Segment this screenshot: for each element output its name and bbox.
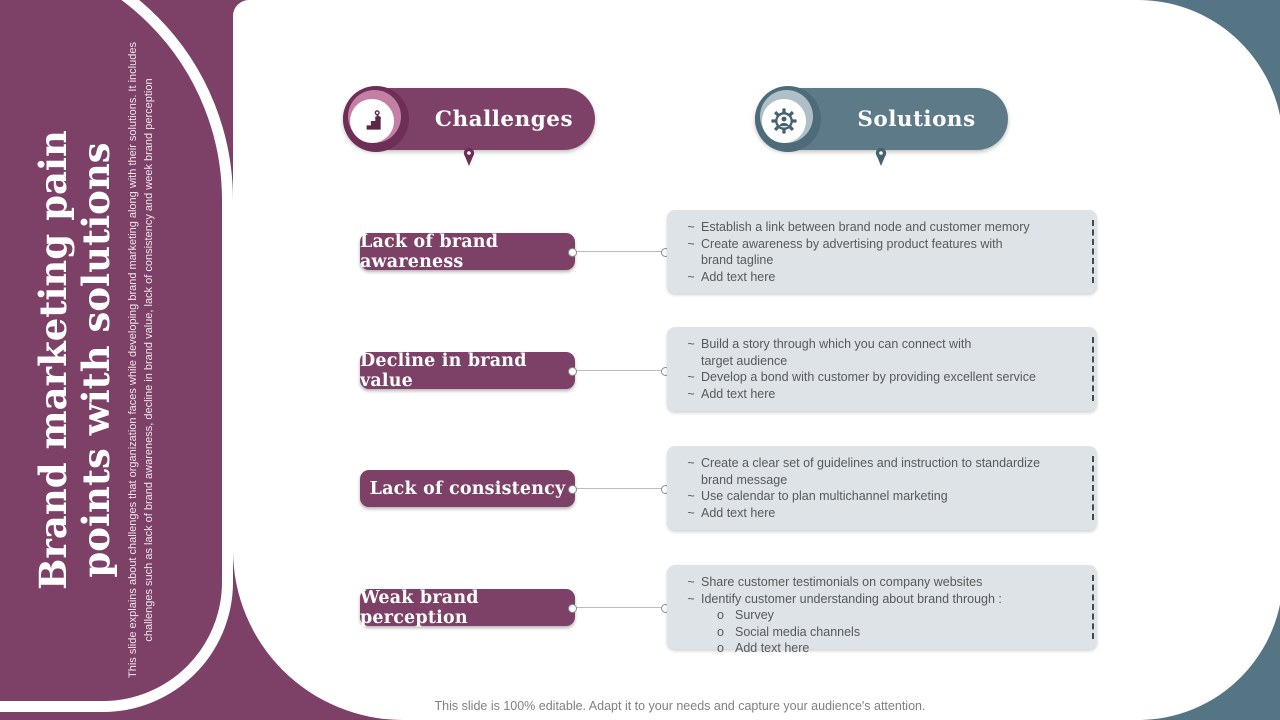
sidebar-outline-decoration bbox=[0, 0, 233, 712]
connector-node bbox=[568, 367, 577, 376]
solution-box-brand-awareness: ~ Establish a link between brand node an… bbox=[667, 210, 1097, 293]
solution-text: Use calendar to plan multichannel market… bbox=[701, 489, 948, 503]
solution-item: ~ Add text here bbox=[681, 386, 1073, 403]
tilde-bullet: ~ bbox=[687, 386, 695, 401]
challenge-pill-brand-awareness: Lack of brand awareness bbox=[360, 232, 575, 272]
connector-line bbox=[575, 251, 667, 252]
solution-box-consistency: ~ Create a clear set of guidelines and i… bbox=[667, 446, 1097, 530]
connector-node bbox=[568, 604, 577, 613]
solution-text: Share customer testimonials on company w… bbox=[701, 575, 983, 589]
solution-item: ~ Create a clear set of guidelines and i… bbox=[681, 455, 1073, 488]
challenges-header: Challenges bbox=[343, 86, 595, 152]
dashed-edge-decoration bbox=[1092, 575, 1094, 639]
tilde-bullet: ~ bbox=[687, 505, 695, 520]
dashed-edge-decoration bbox=[1092, 337, 1094, 401]
circle-bullet: o bbox=[717, 641, 724, 655]
solution-item: ~ Add text here bbox=[681, 505, 1073, 522]
solution-sub-item: o Add text here bbox=[681, 640, 1073, 657]
connector-node bbox=[568, 248, 577, 257]
circle-bullet: o bbox=[717, 624, 724, 639]
solution-text: Establish a link between brand node and … bbox=[701, 220, 1030, 234]
solution-text: Add text here bbox=[701, 386, 776, 401]
tilde-bullet: ~ bbox=[687, 236, 695, 251]
tilde-bullet: ~ bbox=[687, 456, 695, 470]
solution-item: ~ Use calendar to plan multichannel mark… bbox=[681, 488, 1073, 505]
solution-item: ~ Add text here bbox=[681, 269, 1073, 286]
tilde-bullet: ~ bbox=[687, 337, 695, 351]
connector-node bbox=[568, 485, 577, 494]
solution-text: Develop a bond with customer by providin… bbox=[701, 370, 1036, 384]
solution-sub-text: Social media channels bbox=[735, 624, 861, 639]
sidebar: Brand marketing pain points with solutio… bbox=[10, 10, 180, 710]
tilde-bullet: ~ bbox=[687, 220, 695, 234]
connector-line bbox=[575, 370, 667, 371]
dashed-edge-decoration bbox=[1092, 220, 1094, 283]
solution-item: ~ Share customer testimonials on company… bbox=[681, 574, 1073, 591]
slide-title: Brand marketing pain points with solutio… bbox=[30, 130, 118, 590]
dashed-edge-decoration bbox=[1092, 456, 1094, 520]
challenges-header-label: Challenges bbox=[434, 106, 574, 132]
solution-text: Add text here bbox=[701, 505, 776, 520]
solution-item: ~ Identify customer understanding about … bbox=[681, 591, 1073, 608]
solution-text: Create awareness by advertising product … bbox=[701, 236, 1003, 268]
solution-sub-item: o Survey bbox=[681, 607, 1073, 624]
solution-box-brand-perception: ~ Share customer testimonials on company… bbox=[667, 565, 1097, 655]
challenge-pill-brand-perception: Weak brand perception bbox=[360, 588, 575, 628]
tilde-bullet: ~ bbox=[687, 370, 695, 384]
challenge-pill-consistency: Lack of consistency bbox=[360, 470, 575, 507]
solution-text: Build a story through which you can conn… bbox=[701, 337, 972, 368]
challenges-pin-icon bbox=[463, 147, 475, 166]
solutions-header-label: Solutions bbox=[857, 106, 976, 132]
editable-note: This slide is 100% editable. Adapt it to… bbox=[434, 699, 926, 713]
solution-text: Identify customer understanding about br… bbox=[701, 591, 1002, 606]
solution-item: ~ Establish a link between brand node an… bbox=[681, 219, 1073, 236]
solution-item: ~ Build a story through which you can co… bbox=[681, 336, 1073, 369]
slide-description: This slide explains about challenges tha… bbox=[127, 42, 156, 678]
solution-sub-item: o Social media channels bbox=[681, 624, 1073, 641]
stairs-flag-icon bbox=[361, 110, 382, 130]
challenge-pill-brand-value: Decline in brand value bbox=[360, 351, 575, 391]
solution-sub-text: Add text here bbox=[735, 641, 810, 655]
solutions-badge bbox=[755, 86, 821, 152]
challenges-badge bbox=[343, 86, 409, 152]
tilde-bullet: ~ bbox=[687, 575, 695, 589]
connector-line bbox=[575, 488, 667, 489]
solutions-pin-icon bbox=[875, 147, 887, 166]
tilde-bullet: ~ bbox=[687, 591, 695, 606]
solutions-header: Solutions bbox=[755, 86, 1008, 152]
solution-item: ~ Create awareness by advertising produc… bbox=[681, 236, 1073, 269]
solution-sub-text: Survey bbox=[735, 608, 774, 622]
solutions-badge-center bbox=[762, 99, 806, 143]
solution-text: Add text here bbox=[701, 269, 776, 284]
solution-item: ~ Develop a bond with customer by provid… bbox=[681, 369, 1073, 386]
tilde-bullet: ~ bbox=[687, 489, 695, 503]
gear-person-icon bbox=[771, 108, 797, 134]
tilde-bullet: ~ bbox=[687, 269, 695, 284]
solution-text: Create a clear set of guidelines and ins… bbox=[701, 456, 1041, 487]
circle-bullet: o bbox=[717, 608, 724, 622]
connector-line bbox=[575, 607, 667, 608]
challenges-badge-center bbox=[350, 99, 394, 143]
solution-box-brand-value: ~ Build a story through which you can co… bbox=[667, 327, 1097, 411]
